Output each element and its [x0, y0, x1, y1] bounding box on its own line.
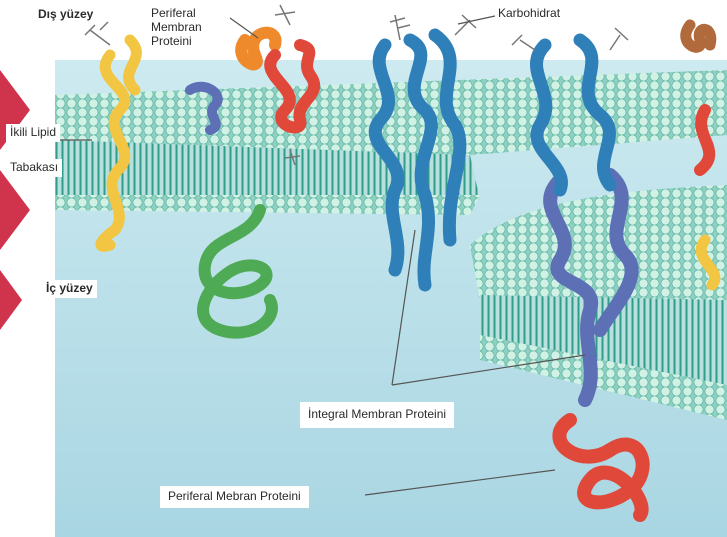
integral-protein-label: İntegral Membran Proteini [300, 402, 454, 428]
peripheral-protein-bottom-label: Periferal Mebran Proteini [160, 486, 309, 508]
peripheral-top-line-3: Proteini [151, 35, 202, 49]
outer-surface-label: Dış yüzey [38, 8, 93, 22]
carbohydrate-label: Karbohidrat [498, 7, 560, 21]
brown-protein [686, 25, 711, 47]
lipid-bilayer-label-1: İkili Lipid [6, 124, 60, 142]
peripheral-protein-top-label: Periferal Membran Proteini [147, 5, 206, 50]
peripheral-top-line-1: Periferal [151, 7, 202, 21]
peripheral-top-line-2: Membran [151, 21, 202, 35]
inner-surface-label: İç yüzey [42, 280, 97, 298]
lipid-bilayer-label-2: Tabakası [6, 159, 62, 177]
